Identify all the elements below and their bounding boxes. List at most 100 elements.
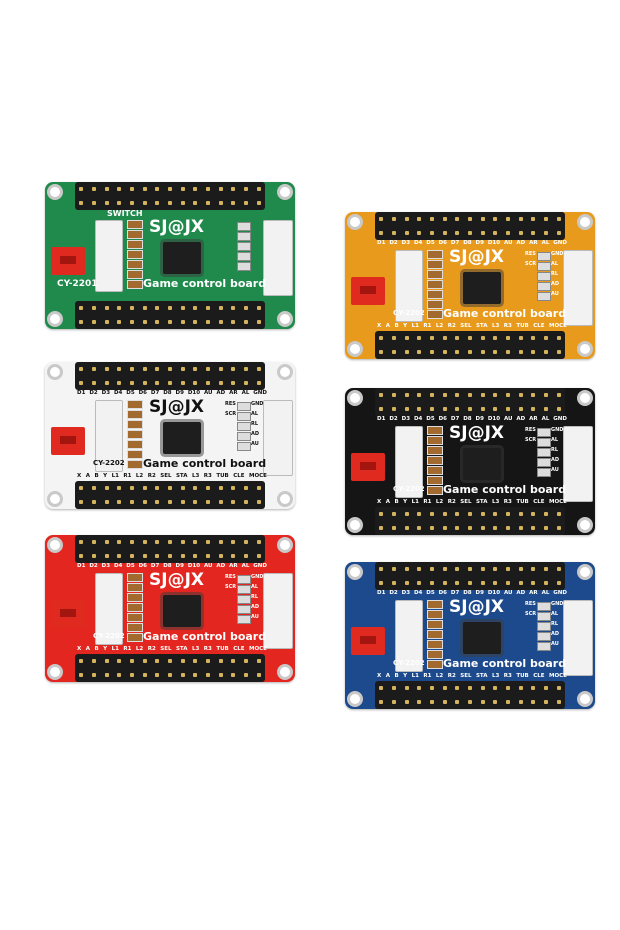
pin-label: SEL	[460, 323, 472, 329]
pin-label: MOCE	[249, 646, 267, 652]
pin	[256, 381, 261, 385]
pin	[129, 540, 134, 544]
pin	[556, 526, 561, 530]
pin	[417, 567, 422, 571]
pin	[531, 686, 536, 690]
led	[537, 612, 551, 621]
led	[537, 632, 551, 641]
pin-label: D2	[389, 590, 398, 596]
pin	[518, 567, 523, 571]
pin	[556, 407, 561, 411]
pin-label: D10	[487, 416, 501, 422]
pin	[480, 700, 485, 704]
pin	[117, 381, 122, 385]
resistor	[127, 573, 143, 582]
pin	[531, 407, 536, 411]
pin	[531, 336, 536, 340]
pin-label: MOCE	[549, 323, 567, 329]
pin	[193, 367, 198, 371]
pin-label: R3	[203, 473, 212, 479]
pin	[543, 217, 548, 221]
resistor	[127, 410, 143, 419]
pin	[531, 512, 536, 516]
pin	[531, 231, 536, 235]
pin	[518, 393, 523, 397]
bottom-pin-header	[75, 481, 265, 509]
pin	[556, 336, 561, 340]
led	[237, 412, 251, 421]
resistor	[127, 583, 143, 592]
connector-left	[95, 573, 123, 645]
pin	[493, 567, 498, 571]
led	[237, 222, 251, 231]
resistor	[427, 280, 443, 289]
microcontroller-chip	[163, 422, 201, 454]
pin	[505, 700, 510, 704]
pin	[480, 526, 485, 530]
top-pin-header	[75, 535, 265, 563]
pin	[442, 350, 447, 354]
pin	[142, 367, 147, 371]
led	[237, 442, 251, 451]
pin	[391, 581, 396, 585]
connector-right	[263, 573, 293, 649]
pin-label: D6	[438, 590, 447, 596]
pin	[167, 381, 172, 385]
resistor	[127, 240, 143, 249]
pin	[467, 686, 472, 690]
led	[237, 402, 251, 411]
pin	[404, 231, 409, 235]
pin	[505, 393, 510, 397]
pin	[231, 320, 236, 324]
pin	[531, 350, 536, 354]
pin	[155, 367, 160, 371]
pin	[518, 526, 523, 530]
resistor	[127, 250, 143, 259]
side-label: RL	[551, 621, 559, 627]
pin	[467, 700, 472, 704]
pin	[104, 367, 109, 371]
board-title: Game control board	[443, 483, 567, 496]
pin	[79, 187, 84, 191]
pin-label: SEL	[160, 646, 172, 652]
pin	[391, 512, 396, 516]
connector-left	[395, 250, 423, 322]
pin	[480, 231, 485, 235]
pin	[79, 500, 84, 504]
pin-label: GND	[553, 416, 567, 422]
pin	[129, 320, 134, 324]
pin	[205, 500, 210, 504]
side-label: GND	[551, 251, 564, 257]
pin	[429, 336, 434, 340]
pin	[231, 367, 236, 371]
pin-label: D4	[113, 390, 123, 396]
pin-label: L2	[135, 473, 144, 479]
pin-label: D2	[389, 416, 398, 422]
pin-label: R1	[123, 646, 132, 652]
pin	[256, 554, 261, 558]
pin	[155, 201, 160, 205]
pin	[104, 500, 109, 504]
pin-label: L1	[111, 646, 119, 652]
pin-label: AU	[503, 590, 513, 596]
pin-label: D1	[77, 390, 86, 396]
pin-label: TUB	[216, 646, 229, 652]
pin-label: GND	[253, 390, 267, 396]
pin	[117, 659, 122, 663]
pin	[480, 581, 485, 585]
pin	[391, 393, 396, 397]
pin-label: R2	[147, 473, 156, 479]
pin	[167, 554, 172, 558]
pin-label: D2	[389, 240, 398, 246]
pin-label: Y	[103, 646, 108, 652]
pin	[467, 581, 472, 585]
pin	[493, 217, 498, 221]
pin	[193, 659, 198, 663]
pin	[379, 350, 384, 354]
led	[537, 458, 551, 467]
pin	[218, 367, 223, 371]
